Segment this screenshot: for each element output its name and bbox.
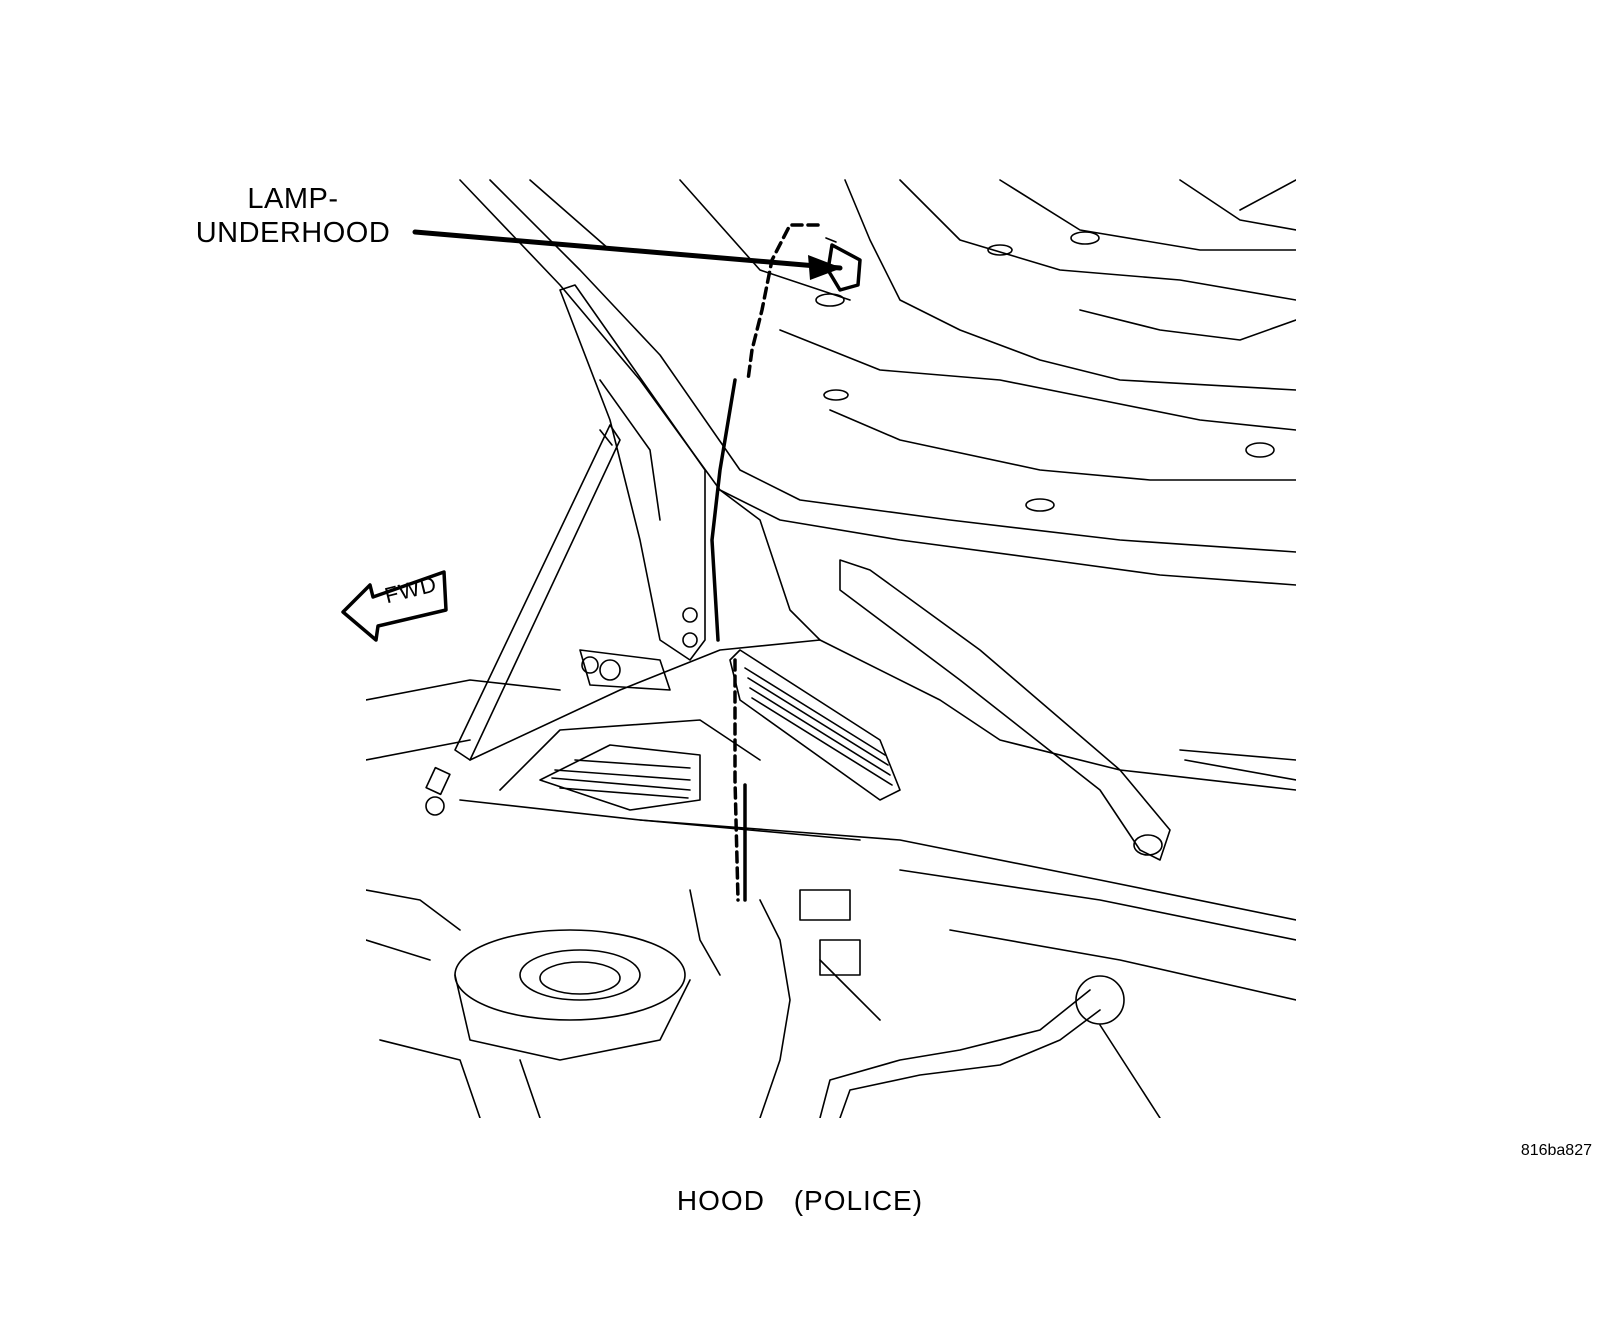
hood-panel — [459, 179, 1296, 641]
caption-part: HOOD — [676, 1185, 765, 1216]
lamp-underhood-callout: LAMP- UNDERHOOD — [193, 182, 393, 250]
figure-caption: HOOD (POLICE) — [0, 1185, 1600, 1217]
callout-line-2: UNDERHOOD — [195, 217, 391, 249]
cowl-panel — [366, 639, 1296, 1001]
hood-hinge — [559, 284, 706, 691]
wiring-harness — [689, 378, 1161, 1118]
cowl-grille — [539, 649, 901, 811]
caption-variant: (POLICE) — [793, 1185, 924, 1216]
callout-line-1: LAMP- — [247, 183, 339, 215]
figure-id: 816ba827 — [1520, 1142, 1592, 1159]
underhood-lamp — [746, 223, 862, 382]
engine-bay-drawing — [366, 179, 1296, 1118]
lamp-leader-arrow — [412, 229, 843, 280]
dashed-harness-route — [733, 658, 740, 902]
strut-tower — [366, 889, 691, 1118]
wiper-arm — [839, 559, 1296, 861]
fwd-arrow — [341, 570, 448, 642]
hood-strut — [425, 424, 621, 816]
